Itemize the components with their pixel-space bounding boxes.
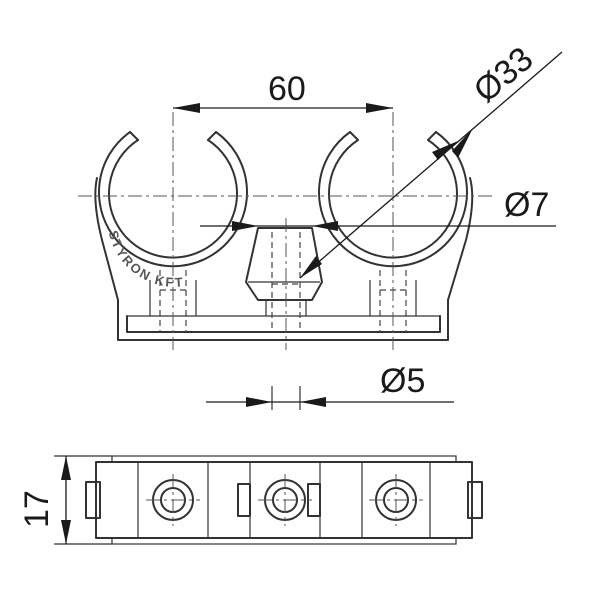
top-view-lower-rim bbox=[111, 537, 457, 545]
dim-pipe-diameter-label: Ø33 bbox=[467, 40, 541, 110]
dimension-hole-diameter: Ø7 bbox=[200, 186, 556, 231]
dimension-spacing: 60 bbox=[173, 70, 393, 113]
top-view-hole-center bbox=[258, 474, 312, 526]
right-foot bbox=[369, 280, 417, 316]
dim-height-label: 17 bbox=[18, 490, 56, 528]
top-view-upper-rim bbox=[111, 455, 457, 463]
left-ring-tip-right bbox=[207, 131, 217, 141]
right-ring-tip-right bbox=[427, 131, 437, 141]
top-view bbox=[85, 455, 483, 545]
front-view: STYRON KFT bbox=[78, 112, 492, 350]
left-tab bbox=[85, 481, 101, 519]
top-view-hole-left bbox=[146, 474, 200, 526]
dim-spacing-label: 60 bbox=[268, 70, 306, 108]
dim-screw-diameter-label: Ø5 bbox=[380, 362, 425, 400]
left-foot bbox=[149, 280, 197, 316]
clip-body-outline bbox=[94, 177, 474, 341]
center-boss bbox=[245, 227, 323, 301]
dimension-screw-diameter: Ø5 bbox=[206, 362, 454, 410]
left-ring-tip-left bbox=[129, 131, 139, 141]
center-tab-left bbox=[237, 483, 251, 517]
center-hole-hidden bbox=[271, 232, 301, 332]
base-plate-inner-edge bbox=[126, 315, 441, 333]
dim-hole-diameter-label: Ø7 bbox=[504, 186, 549, 224]
right-ring-tip-left bbox=[349, 131, 359, 141]
right-tab bbox=[467, 481, 483, 519]
dimension-height: 17 bbox=[18, 455, 112, 545]
top-view-hole-right bbox=[369, 474, 423, 526]
